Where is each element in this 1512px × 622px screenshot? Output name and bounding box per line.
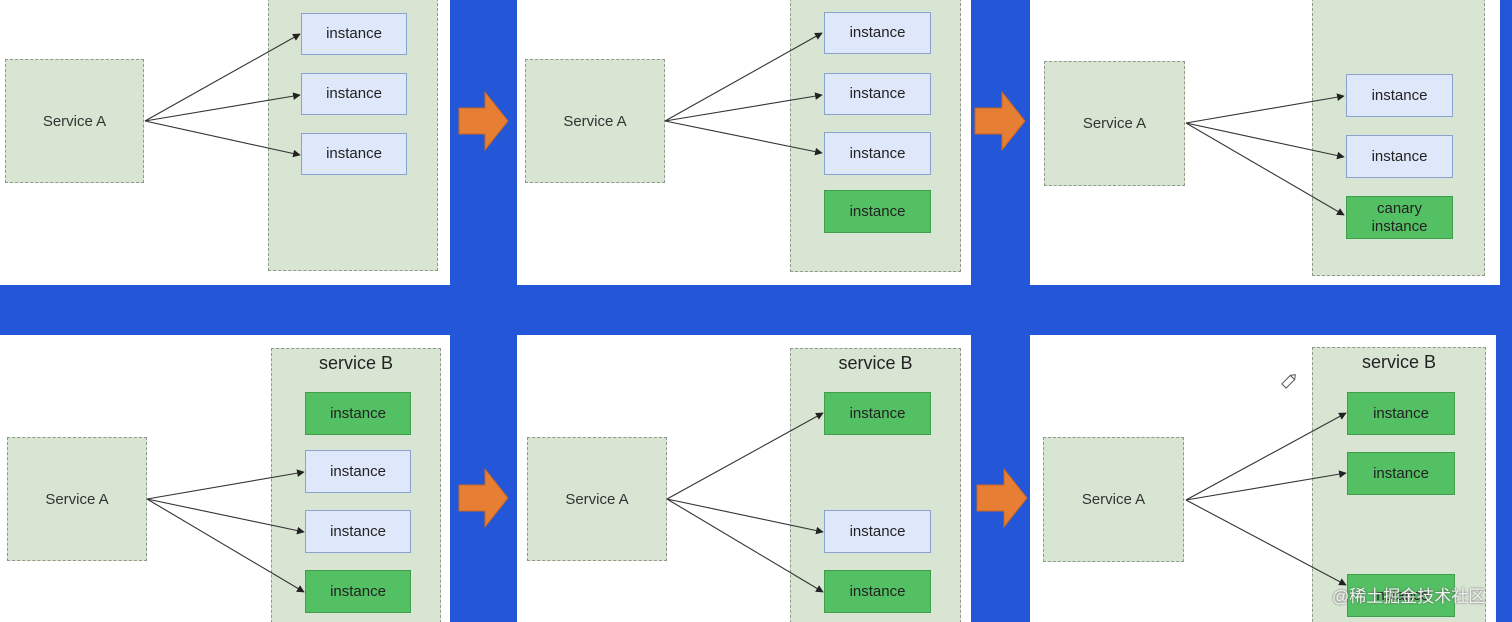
old-instance: instance: [301, 13, 407, 55]
panel-top-left: Service A instance instance instance: [0, 0, 450, 285]
new-instance: instance: [824, 392, 931, 435]
old-instance: instance: [301, 73, 407, 115]
service-b-title: service B: [318, 353, 394, 373]
step-arrow: [458, 467, 509, 529]
old-instance: instance: [824, 132, 931, 175]
old-instance: instance: [305, 450, 411, 493]
canary-instance: canary instance: [1346, 196, 1453, 239]
step-arrow: [974, 90, 1026, 152]
panel-bottom-middle: Service A service B instance instance in…: [517, 335, 971, 622]
service-a-box: Service A: [5, 59, 144, 183]
new-instance: instance: [305, 570, 411, 613]
watermark: @稀土掘金技术社区: [1332, 587, 1486, 606]
service-b-title: service B: [838, 353, 913, 373]
service-b-title: service B: [1361, 352, 1437, 372]
panel-bottom-right: Service A service B instance instance in…: [1030, 335, 1496, 622]
service-a-box: Service A: [527, 437, 667, 561]
service-a-box: Service A: [1044, 61, 1185, 186]
new-instance: instance: [824, 570, 931, 613]
new-instance: instance: [1347, 574, 1455, 617]
old-instance: instance: [824, 12, 931, 54]
old-instance: instance: [1346, 135, 1453, 178]
old-instance: instance: [301, 133, 407, 175]
old-instance: instance: [824, 510, 931, 553]
old-instance: instance: [1346, 74, 1453, 117]
new-instance: instance: [305, 392, 411, 435]
service-a-box: Service A: [525, 59, 665, 183]
step-arrow: [458, 90, 509, 152]
new-instance: instance: [824, 190, 931, 233]
new-instance: instance: [1347, 452, 1455, 495]
panel-bottom-left: Service A service B instance instance in…: [0, 335, 450, 622]
old-instance: instance: [824, 73, 931, 115]
service-a-box: Service A: [1043, 437, 1184, 562]
step-arrow: [976, 467, 1028, 529]
new-instance: instance: [1347, 392, 1455, 435]
panel-top-right: Service A instance instance canary insta…: [1030, 0, 1500, 285]
old-instance: instance: [305, 510, 411, 553]
service-a-box: Service A: [7, 437, 147, 561]
panel-top-middle: Service A instance instance instance ins…: [517, 0, 971, 285]
